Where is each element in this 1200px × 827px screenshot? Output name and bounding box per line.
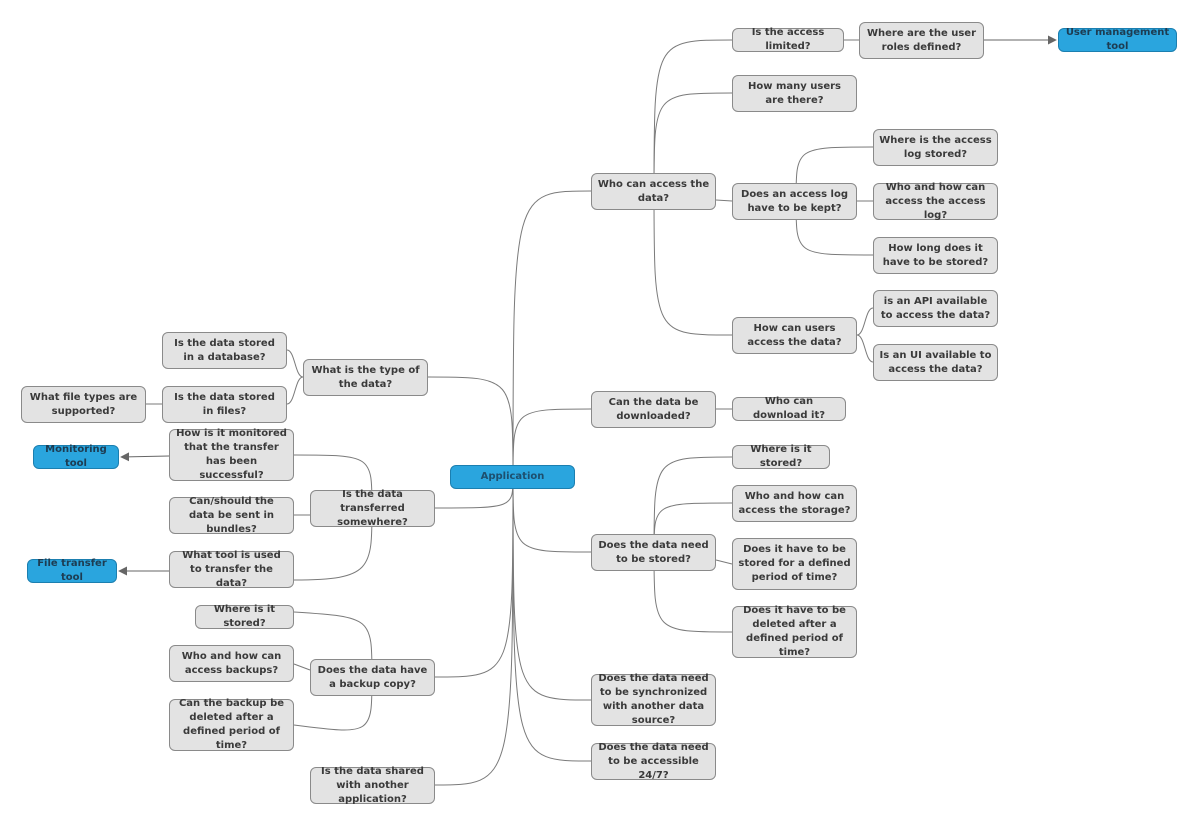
edge-how-many bbox=[653, 92, 733, 192]
node-how-many-users[interactable]: How many users are there? bbox=[732, 75, 857, 112]
node-accessible-247[interactable]: Does the data need to be accessible 24/7… bbox=[591, 742, 716, 781]
node-transferred[interactable]: Is the data transferred somewhere? bbox=[310, 489, 435, 528]
edge-root-accessible bbox=[512, 476, 592, 762]
node-where-stored-right[interactable]: Where is it stored? bbox=[732, 444, 830, 469]
monitoring-tool[interactable]: Monitoring tool bbox=[33, 444, 119, 469]
node-access-limited[interactable]: Is the access limited? bbox=[732, 27, 844, 52]
edge-ui bbox=[856, 334, 874, 363]
node-downloaded[interactable]: Can the data be downloaded? bbox=[591, 391, 716, 428]
edge-root-type bbox=[427, 376, 514, 478]
edge-root-who-access bbox=[512, 190, 592, 478]
node-stored-period[interactable]: Does it have to be stored for a defined … bbox=[732, 538, 857, 590]
node-log-duration[interactable]: How long does it have to be stored? bbox=[873, 237, 998, 274]
edge-root-synchronized bbox=[512, 476, 592, 701]
edge-access-limited bbox=[653, 39, 733, 192]
node-bundles[interactable]: Can/should the data be sent in bundles? bbox=[169, 496, 294, 535]
node-api-available[interactable]: is an API available to access the data? bbox=[873, 290, 998, 327]
node-backup-deleted[interactable]: Can the backup be deleted after a define… bbox=[169, 698, 294, 751]
node-access-backups[interactable]: Who and how can access backups? bbox=[169, 645, 294, 682]
node-access-log[interactable]: Does an access log have to be kept? bbox=[732, 183, 857, 220]
node-backup-copy[interactable]: Does the data have a backup copy? bbox=[310, 659, 435, 696]
node-need-stored[interactable]: Does the data need to be stored? bbox=[591, 534, 716, 571]
node-who-access[interactable]: Who can access the data? bbox=[591, 173, 716, 210]
node-log-stored[interactable]: Where is the access log stored? bbox=[873, 129, 998, 166]
file-transfer-tool[interactable]: File transfer tool bbox=[27, 558, 117, 583]
user-management-tool[interactable]: User management tool bbox=[1058, 27, 1177, 52]
edge-stored-period bbox=[715, 559, 733, 565]
edge-in-files bbox=[286, 376, 304, 405]
node-in-database[interactable]: Is the data stored in a database? bbox=[162, 332, 287, 369]
edge-api bbox=[856, 307, 874, 336]
node-access-storage[interactable]: Who and how can access the storage? bbox=[732, 485, 857, 522]
edge-access-backups bbox=[293, 663, 311, 671]
edge-where-stored-right bbox=[653, 456, 733, 553]
edge-root-backup bbox=[434, 476, 514, 678]
node-in-files[interactable]: Is the data stored in files? bbox=[162, 386, 287, 423]
node-shared[interactable]: Is the data shared with another applicat… bbox=[310, 766, 435, 805]
arrow-monitoring-tool bbox=[120, 452, 170, 462]
node-who-download[interactable]: Who can download it? bbox=[732, 396, 846, 421]
node-who-access-log[interactable]: Who and how can access the access log? bbox=[873, 182, 998, 221]
root-node[interactable]: Application bbox=[450, 465, 575, 489]
node-roles-defined[interactable]: Where are the user roles defined? bbox=[859, 22, 984, 59]
node-transfer-tool[interactable]: What tool is used to transfer the data? bbox=[169, 550, 294, 589]
node-where-stored-left[interactable]: Where is it stored? bbox=[195, 604, 294, 629]
node-deleted-period[interactable]: Does it have to be deleted after a defin… bbox=[732, 605, 857, 658]
node-ui-available[interactable]: Is an UI available to access the data? bbox=[873, 344, 998, 381]
edge-deleted-period bbox=[653, 551, 733, 633]
edge-users-access bbox=[653, 190, 733, 336]
edge-in-database bbox=[286, 349, 304, 378]
node-type-data[interactable]: What is the type of the data? bbox=[303, 359, 428, 396]
node-synchronized[interactable]: Does the data need to be synchronized wi… bbox=[591, 673, 716, 726]
edge-root-shared bbox=[434, 476, 514, 786]
node-file-types[interactable]: What file types are supported? bbox=[21, 386, 146, 423]
edge-access-log bbox=[715, 199, 733, 202]
node-users-access[interactable]: How can users access the data? bbox=[732, 317, 857, 354]
node-monitored[interactable]: How is it monitored that the transfer ha… bbox=[169, 428, 294, 481]
